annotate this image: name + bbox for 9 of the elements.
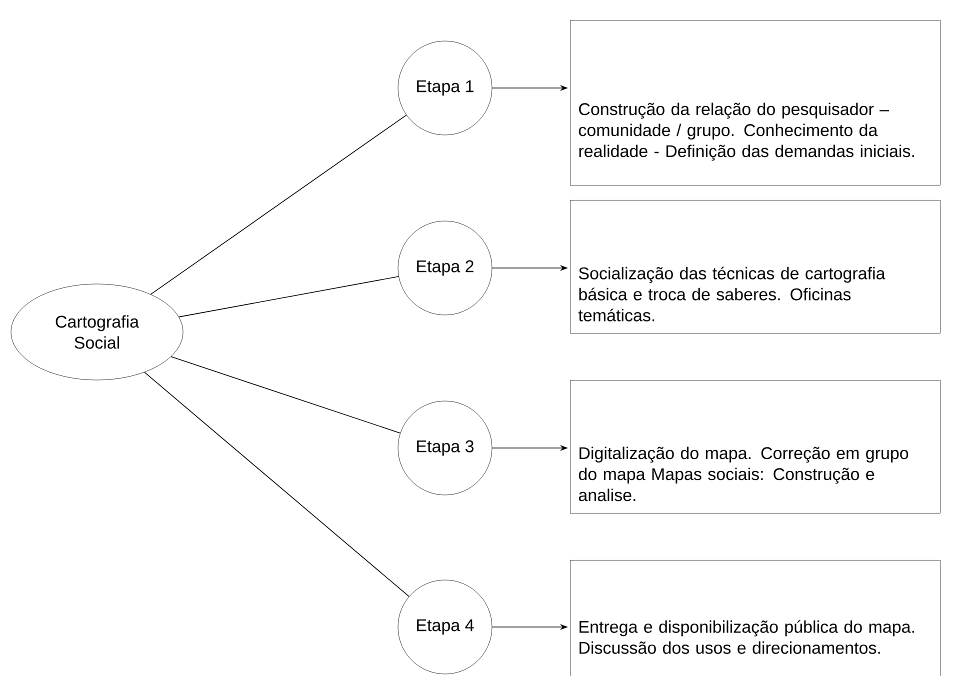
connector-line <box>150 114 407 295</box>
description-box: Socialização das técnicas de cartografia básica e troca de saberes. Oficinas temáticas. <box>570 200 940 334</box>
connector-line <box>144 372 410 597</box>
description-box: Entrega e disponibilização pública do mapa. Discussão dos usos e direcionamentos. <box>570 560 940 676</box>
connector-line <box>170 356 401 434</box>
connector-line <box>178 276 399 318</box>
oval-node: Cartografia Social <box>10 284 184 380</box>
description-box: Construção da relação do pesquisador – comunidade / grupo. Conhecimento da realidade - Definição das demandas iniciais. <box>570 20 940 186</box>
description-box: Digitalização do mapa. Correção em grupo do mapa Mapas sociais: Construção e analise. <box>570 380 940 514</box>
